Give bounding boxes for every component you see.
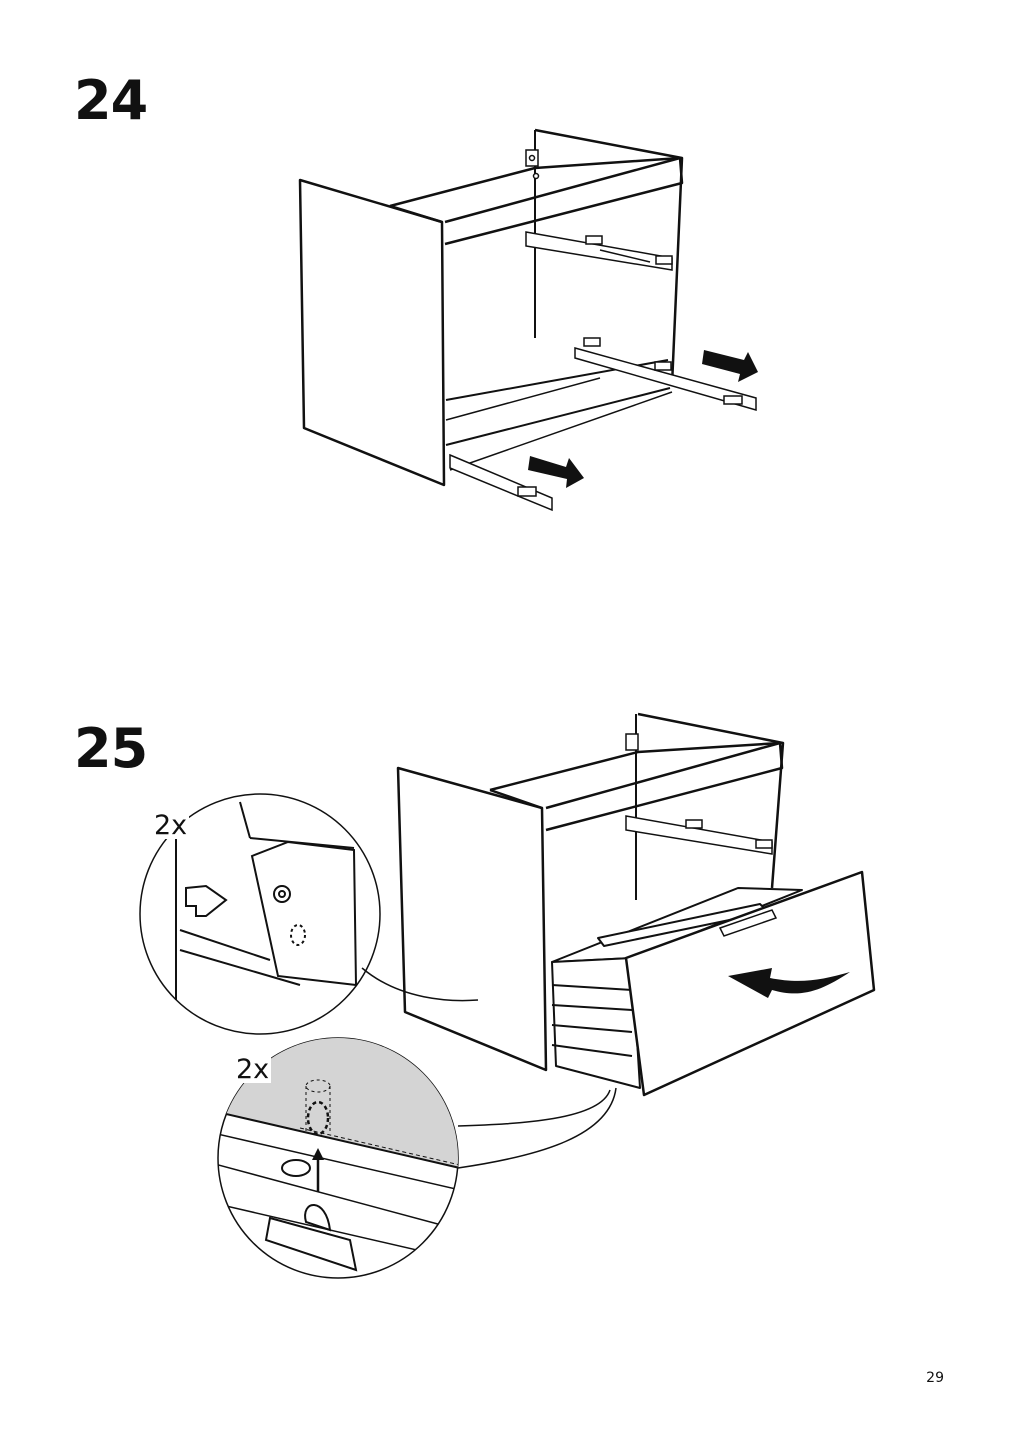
pull-arrow-left <box>528 456 584 488</box>
drawer-handle <box>718 909 778 937</box>
drawer-front <box>624 870 876 1097</box>
step-25-number: 25 <box>74 717 148 780</box>
clip-detail-circle-bottom <box>217 1037 617 1279</box>
drawer-runner-left <box>449 453 553 512</box>
clip-detail-circle-top <box>139 793 479 1035</box>
page-number: 29 <box>926 1370 944 1386</box>
step-24-illustration <box>298 128 758 512</box>
cabinet-top-rail <box>489 741 784 832</box>
quantity-callout-top: 2x <box>152 810 190 841</box>
drawer-box <box>551 887 803 1089</box>
drawer-runner-lower <box>574 337 757 411</box>
pull-arrow-right <box>702 350 758 382</box>
cabinet-left-panel <box>396 766 548 1072</box>
cabinet-left-panel <box>298 178 446 487</box>
cabinet-back-right <box>534 128 684 386</box>
quantity-callout-bottom: 2x <box>234 1054 272 1085</box>
push-arrow <box>728 968 850 998</box>
step-24-number: 24 <box>74 69 148 132</box>
drawer-runner-upper <box>525 231 673 271</box>
cabinet-back-right <box>637 712 785 889</box>
